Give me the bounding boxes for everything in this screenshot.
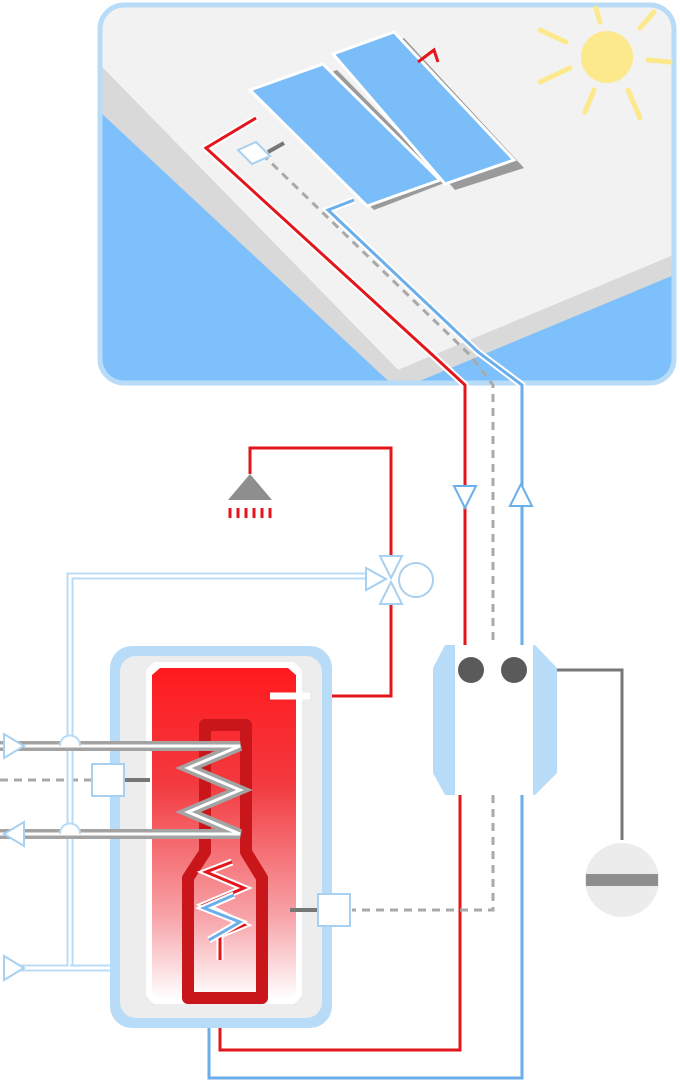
mixing-valve-icon — [365, 555, 434, 605]
collector-hot-outlet — [417, 47, 440, 64]
sensor-cable — [0, 152, 495, 912]
pump-station-icon — [433, 645, 557, 795]
temperature-sensor-icon — [91, 763, 150, 797]
flow-arrow-icon — [452, 485, 478, 511]
pipe-crossover — [59, 734, 81, 835]
solar-collector-icon — [247, 30, 524, 210]
shower-head-icon — [228, 474, 272, 518]
flow-arrow-icon — [508, 481, 534, 507]
roof-edge — [100, 65, 398, 383]
heat-exchanger-icon — [0, 719, 268, 1004]
flow-arrow-icon — [3, 954, 26, 982]
temperature-sensor-icon — [290, 893, 351, 927]
flow-arrow-icon — [3, 732, 26, 760]
sun-icon — [537, 5, 673, 121]
controller-icon — [585, 843, 659, 917]
controller-cable — [557, 668, 624, 840]
temperature-sensor-icon — [236, 140, 285, 166]
flow-arrow-icon — [2, 820, 25, 848]
